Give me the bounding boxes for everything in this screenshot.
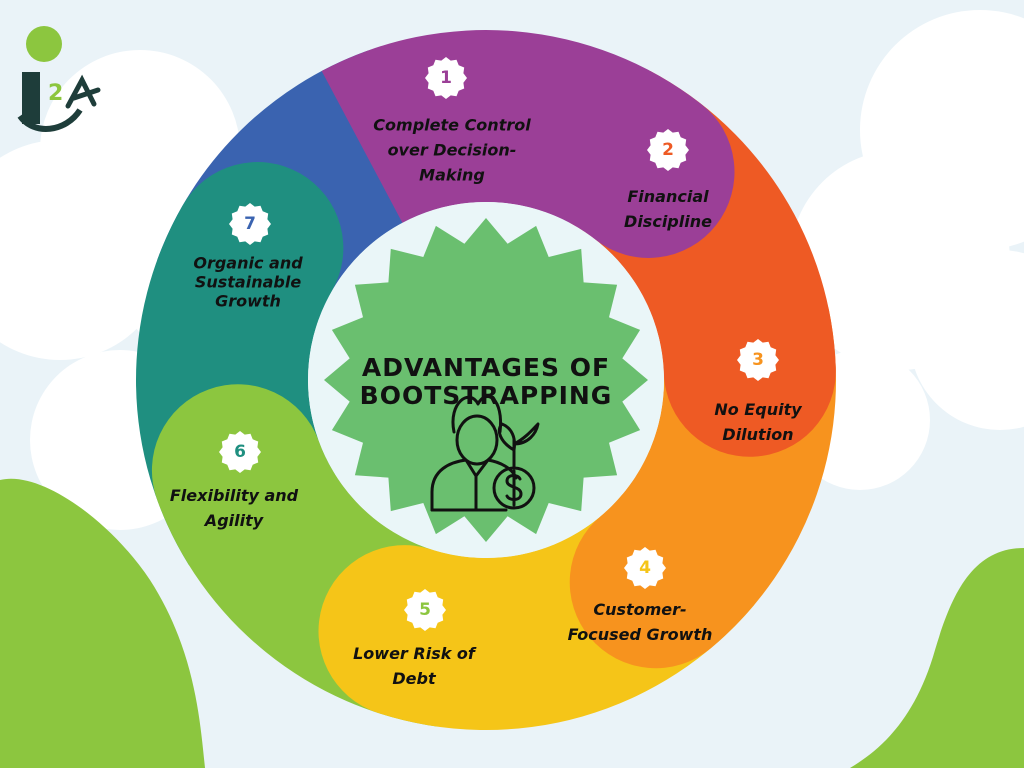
number-6: 6 [234, 442, 246, 462]
label-1: Complete Control over Decision- Making [373, 115, 531, 185]
right-hill [850, 548, 1024, 768]
number-badge-1: 1 [424, 56, 468, 100]
number-3: 3 [752, 350, 764, 370]
ring-segment-1 [321, 29, 735, 258]
number-2: 2 [662, 140, 674, 160]
number-badge-5: 5 [403, 588, 447, 632]
number-badge-2: 2 [646, 128, 690, 172]
label-2: Financial Discipline [624, 187, 712, 231]
number-4: 4 [639, 558, 651, 578]
number-5: 5 [419, 600, 431, 620]
label-7: Organic and Sustainable Growth [193, 253, 303, 311]
company-logo: 2 [17, 26, 101, 132]
logo-mark-2: 2 [48, 81, 63, 106]
number-badge-6: 6 [218, 430, 262, 474]
label-3: No Equity Dilution [714, 400, 802, 444]
number-badge-3: 3 [736, 338, 780, 382]
left-hill [0, 478, 205, 768]
number-badge-7: 7 [228, 202, 272, 246]
person-with-money-plant-icon [430, 395, 540, 512]
number-7: 7 [244, 214, 256, 234]
label-5: Lower Risk of Debt [353, 644, 475, 688]
center-starburst [324, 218, 648, 542]
number-badge-4: 4 [623, 546, 667, 590]
number-1: 1 [440, 68, 452, 88]
label-4: Customer- Focused Growth [567, 600, 713, 644]
center-title: ADVANTAGES OF BOOTSTRAPPING [359, 353, 613, 410]
label-6: Flexibility and Agility [169, 486, 299, 530]
